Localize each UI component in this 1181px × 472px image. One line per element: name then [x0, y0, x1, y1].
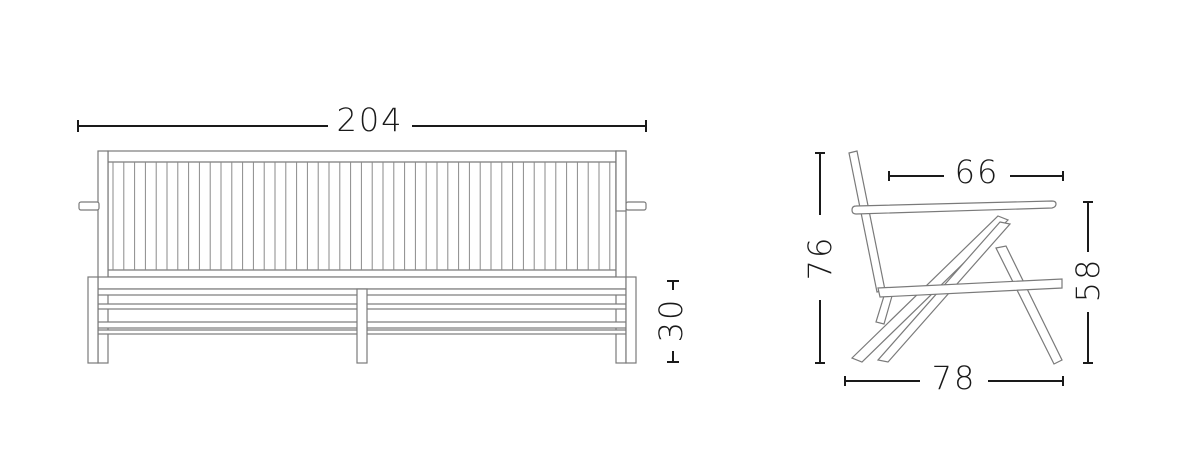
sofa-left-armrest	[78, 201, 100, 211]
chair-armrest	[851, 200, 1057, 215]
sofa-backrest	[107, 150, 617, 278]
chair-inner-depth-dimension: 66	[888, 153, 1064, 191]
chair-depth-dimension: 78	[844, 359, 1064, 397]
seat-height-label: 30	[652, 298, 690, 343]
sofa-center-leg	[356, 288, 368, 364]
chair-front-leg	[995, 245, 1063, 365]
sofa-width-label: 204	[336, 101, 403, 139]
chair-arm-height-dimension: 58	[1069, 201, 1107, 364]
sofa-seat-frame	[87, 276, 637, 364]
chair-side-view: 76 66 58 78	[801, 150, 1107, 397]
seat-height-dimension: 30	[652, 280, 690, 363]
chair-outline	[848, 150, 1063, 365]
chair-seat	[877, 278, 1063, 298]
sofa-width-dimension: 204	[77, 101, 647, 139]
chair-depth-label: 78	[932, 359, 977, 397]
chair-inner-depth-label: 66	[955, 153, 1000, 191]
sofa-right-armrest	[625, 201, 647, 211]
sofa-left-post	[97, 150, 109, 364]
chair-arm-height-label: 58	[1069, 258, 1107, 303]
sofa-back-slats	[112, 162, 611, 270]
chair-height-label: 76	[801, 236, 839, 281]
chair-height-dimension: 76	[801, 152, 839, 364]
sofa-front-view: 204 30	[77, 101, 690, 364]
chair-backrest	[848, 150, 886, 293]
